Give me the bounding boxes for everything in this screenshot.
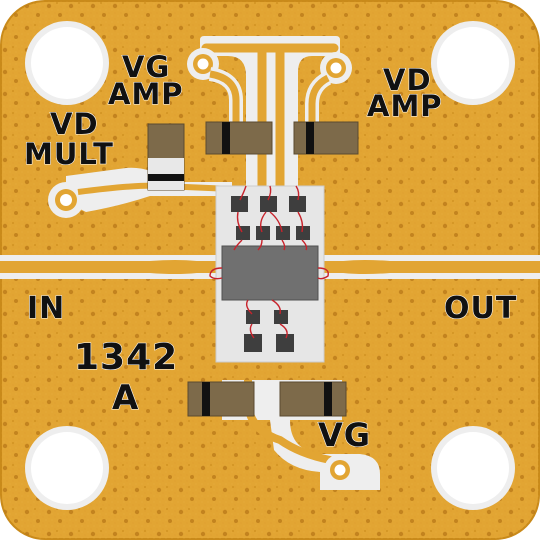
- label-output: OUT: [444, 291, 517, 326]
- mounting-hole-top-right: [431, 21, 515, 105]
- label-vg-amp-line2: AMP: [108, 77, 184, 111]
- mmic-die: [221, 245, 319, 301]
- label-vg-bottom: VG: [318, 416, 371, 454]
- label-input: IN: [27, 291, 65, 326]
- bond-wires: [209, 185, 329, 339]
- capacitor-vg-bottom: [279, 381, 347, 417]
- label-vd-amp-line2: AMP: [367, 89, 443, 123]
- capacitor-bottom-left: [187, 381, 255, 417]
- capacitor-vd-amp: [293, 121, 359, 155]
- label-revision: A: [112, 378, 139, 418]
- label-vd-mult-line2: MULT: [24, 137, 114, 171]
- bond-pads: [231, 196, 310, 352]
- label-vd-mult-line1: VD: [50, 107, 99, 141]
- label-part-number: 1342: [74, 337, 178, 378]
- mounting-hole-bottom-left: [25, 426, 109, 510]
- label-vg-amp-line1: VG: [122, 50, 170, 84]
- mounting-hole-top-left: [25, 21, 109, 105]
- label-vd-amp-line1: VD: [383, 63, 432, 97]
- capacitor-vg-amp: [205, 121, 273, 155]
- capacitor-vd-mult: [147, 123, 185, 191]
- mounting-hole-bottom-right: [431, 426, 515, 510]
